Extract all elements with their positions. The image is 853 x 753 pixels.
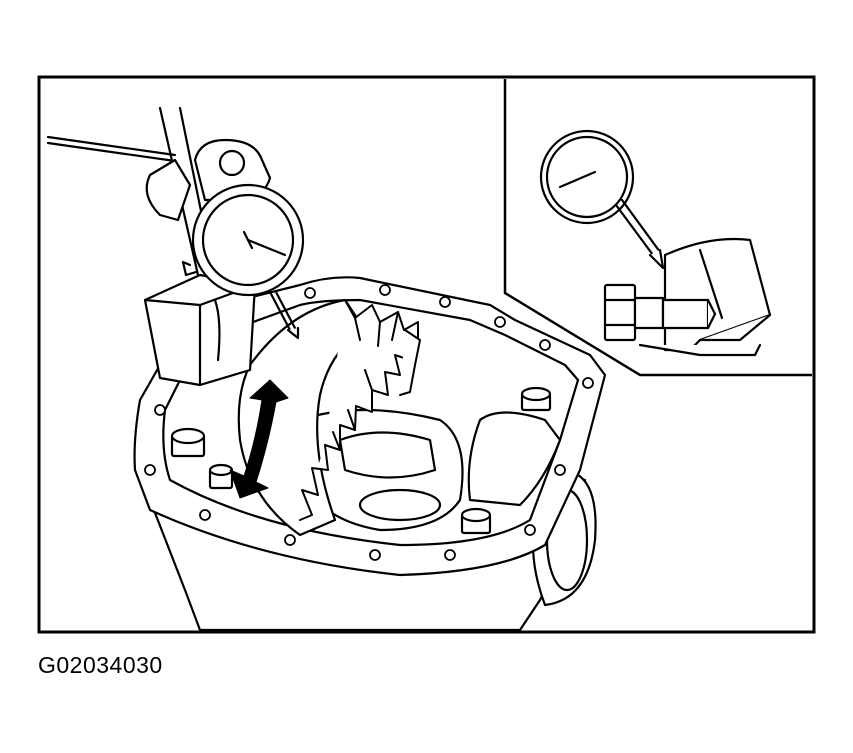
double-arrow-icon [229,379,289,499]
flange-holes [144,284,594,561]
main-view [46,106,607,632]
inset-frame [503,79,812,377]
clamp-knob [145,158,192,222]
figure-id-label: G02034030 [38,652,163,678]
dial-indicator-icon [181,183,305,340]
bearing-cap-right [467,411,562,507]
ring-gear-teeth [299,299,421,521]
inset-detail [503,79,812,377]
cap-bolts [170,386,552,535]
ring-gear [237,298,367,537]
